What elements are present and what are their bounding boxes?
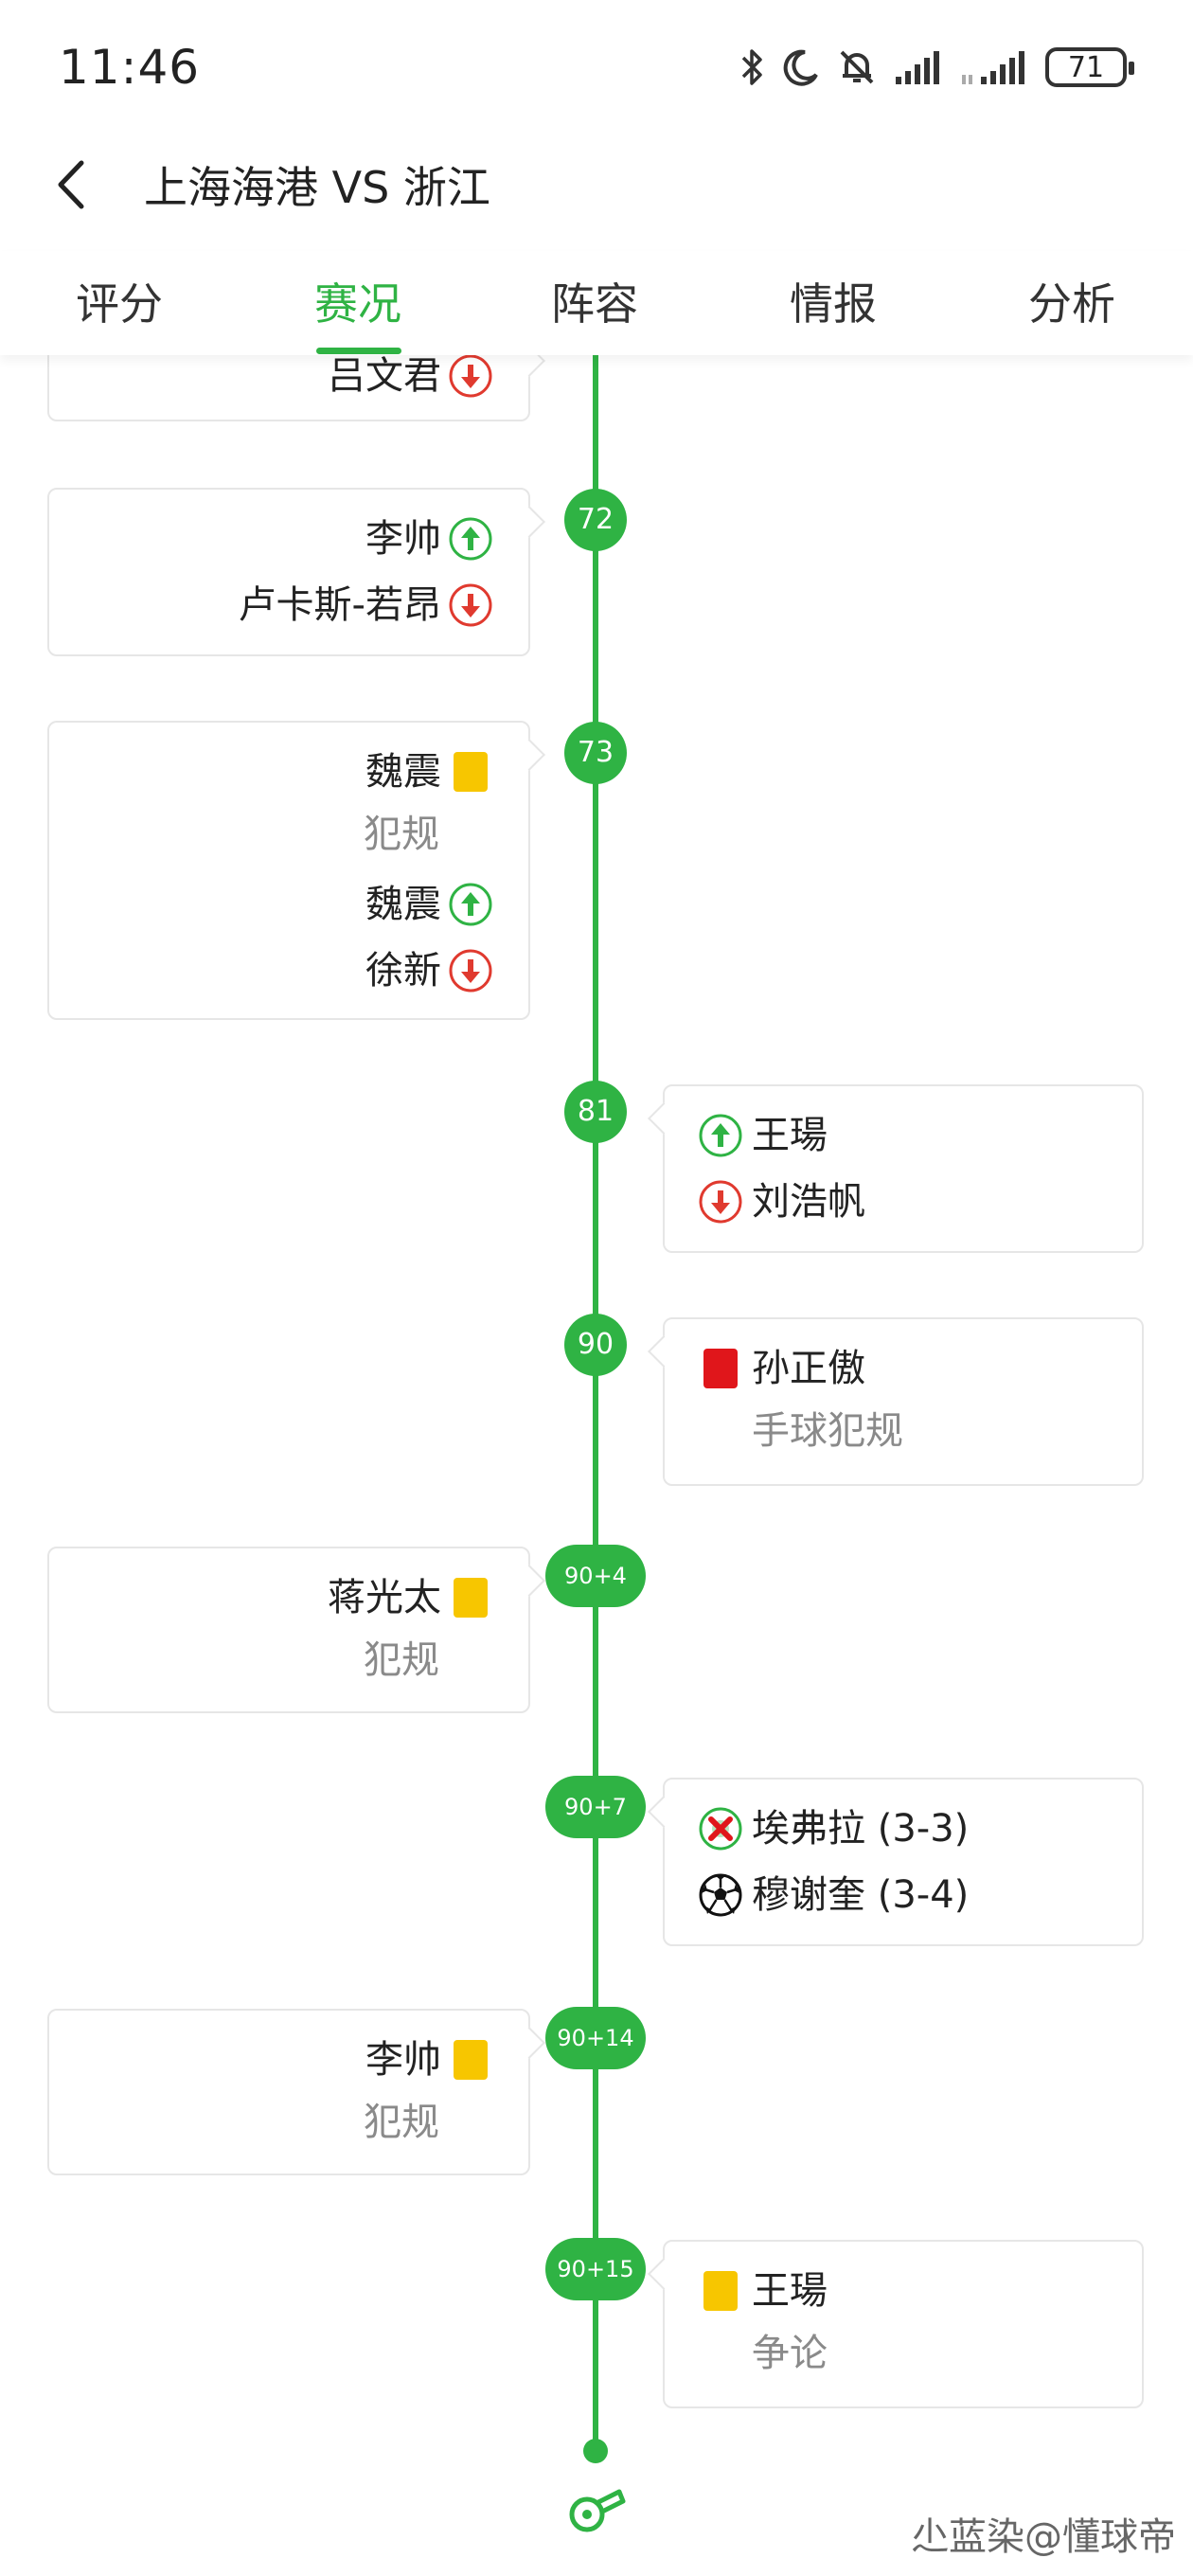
event-card: 孙正傲 手球犯规 [663, 1317, 1144, 1486]
event-card: 王瑒 争论 [663, 2240, 1144, 2408]
player-name: 李帅 [365, 517, 441, 561]
whistle-icon [564, 2477, 627, 2539]
red-card-icon [697, 1345, 744, 1392]
tab-lineup[interactable]: 阵容 [551, 278, 638, 330]
player-name: 魏震 [365, 750, 441, 794]
event-reason: 争论 [752, 2332, 828, 2375]
penalty-missed-icon [697, 1805, 744, 1852]
event-row: 魏震 [365, 743, 494, 796]
sub-out-icon [447, 947, 494, 994]
minute-marker: 81 [564, 1081, 627, 1143]
event-card: 魏震 犯规 魏震 徐新 [47, 721, 530, 1020]
player-name: 徐新 [365, 949, 441, 993]
event-reason: 犯规 [364, 813, 439, 856]
chevron-left-icon[interactable] [45, 152, 102, 218]
event-row: 魏震 [365, 876, 494, 929]
minute-marker: 90+7 [545, 1776, 646, 1838]
status-bar: 11:46 71 [0, 0, 1193, 133]
player-name: 王瑒 [752, 1114, 828, 1157]
bluetooth-icon [740, 46, 765, 88]
tab-bar: 评分 赛况 阵容 情报 分析 [0, 251, 1193, 355]
event-reason: 手球犯规 [752, 1409, 903, 1453]
status-icons: 71 [740, 44, 1134, 91]
tab-analysis[interactable]: 分析 [1028, 278, 1115, 330]
sub-out-icon [447, 355, 494, 400]
player-name: 魏震 [365, 883, 441, 926]
minute-marker: 90+14 [545, 2007, 646, 2069]
bell-off-icon [837, 47, 877, 87]
player-name: 吕文君 [328, 355, 441, 398]
event-row: 孙正傲 [697, 1340, 865, 1393]
event-row: 埃弗拉 (3-3) [697, 1800, 969, 1853]
player-name: 蒋光太 [328, 1576, 441, 1619]
sub-in-icon [447, 881, 494, 928]
player-name: 王瑒 [752, 2269, 828, 2313]
minute-marker: 90+15 [545, 2238, 646, 2300]
page-title: 上海海港 VS 浙江 [144, 162, 490, 213]
event-row: 李帅 [365, 2031, 494, 2084]
event-row: 吕文君 [328, 355, 494, 401]
event-row: 徐新 [365, 942, 494, 995]
signal-icon [960, 48, 1028, 86]
timeline-line [593, 355, 598, 2452]
minute-marker: 73 [564, 722, 627, 784]
penalty-taker: 埃弗拉 (3-3) [752, 1807, 970, 1851]
event-card: 吕文君 [47, 355, 530, 421]
yellow-card-icon [447, 2036, 494, 2084]
event-row: 穆谢奎 (3-4) [697, 1867, 969, 1920]
sub-out-icon [447, 581, 494, 629]
sub-out-icon [697, 1178, 744, 1225]
timeline-end-dot [583, 2439, 608, 2463]
minute-marker: 90 [564, 1314, 627, 1376]
active-tab-indicator [316, 348, 401, 354]
yellow-card-icon [447, 748, 494, 796]
player-name: 卢卡斯-若昂 [238, 583, 441, 627]
event-row: 李帅 [365, 510, 494, 564]
moon-icon [782, 48, 820, 86]
signal-icon [894, 48, 943, 86]
match-timeline[interactable]: 吕文君 72 李帅 卢卡斯-若昂 73 魏震 犯规 魏震 徐新 81 王瑒 刘浩… [0, 355, 1193, 2576]
event-row: 王瑒 [697, 1107, 828, 1160]
event-card: 李帅 卢卡斯-若昂 [47, 488, 530, 656]
tab-intel[interactable]: 情报 [790, 278, 877, 330]
minute-marker: 72 [564, 489, 627, 551]
status-time: 11:46 [59, 40, 201, 95]
minute-marker: 90+4 [545, 1545, 646, 1607]
yellow-card-icon [697, 2267, 744, 2315]
player-name: 李帅 [365, 2038, 441, 2082]
watermark: 尐蓝染@懂球帝 [911, 2515, 1176, 2559]
event-row: 蒋光太 [328, 1569, 494, 1622]
event-card: 李帅 犯规 [47, 2009, 530, 2175]
yellow-card-icon [447, 1574, 494, 1621]
sub-in-icon [697, 1112, 744, 1159]
event-reason: 犯规 [364, 2101, 439, 2144]
event-card: 蒋光太 犯规 [47, 1547, 530, 1713]
tab-rating[interactable]: 评分 [76, 278, 163, 330]
sub-in-icon [447, 515, 494, 563]
battery-indicator: 71 [1045, 47, 1134, 87]
tab-match-events[interactable]: 赛况 [314, 278, 401, 330]
penalty-taker: 穆谢奎 (3-4) [752, 1873, 970, 1917]
penalty-scored-icon [697, 1871, 744, 1919]
player-name: 孙正傲 [752, 1347, 865, 1390]
event-card: 埃弗拉 (3-3) 穆谢奎 (3-4) [663, 1778, 1144, 1946]
event-row: 刘浩帆 [697, 1173, 865, 1226]
event-card: 王瑒 刘浩帆 [663, 1084, 1144, 1253]
player-name: 刘浩帆 [752, 1180, 865, 1224]
top-header: 上海海港 VS 浙江 [0, 133, 1193, 237]
event-reason: 犯规 [364, 1638, 439, 1682]
event-row: 卢卡斯-若昂 [239, 577, 494, 630]
event-row: 王瑒 [697, 2263, 828, 2316]
